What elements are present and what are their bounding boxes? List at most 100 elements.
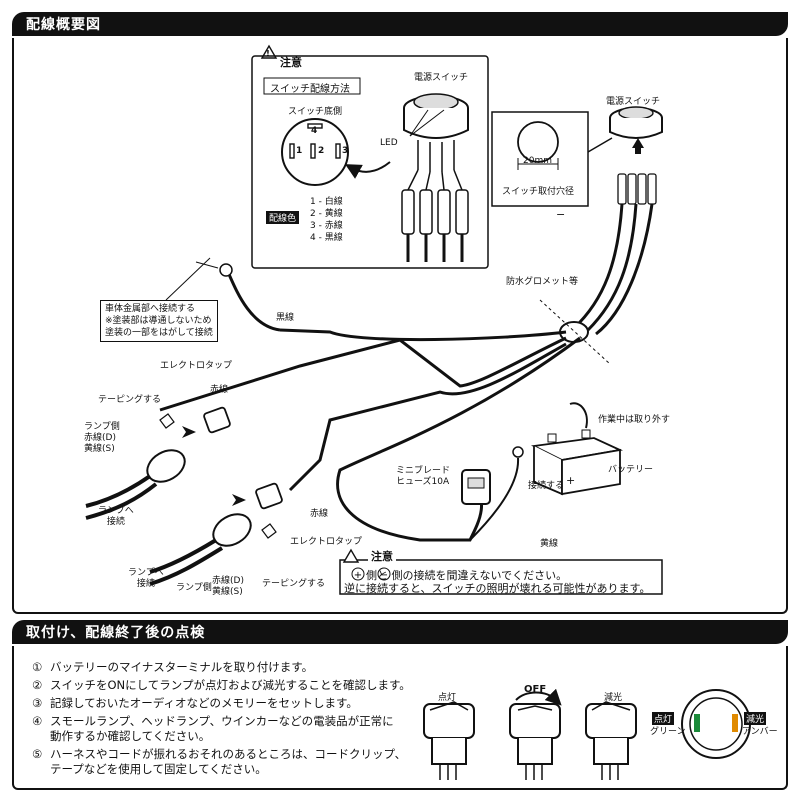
electrotap-label-2: エレクトロタップ [290, 537, 363, 547]
ground-line-2: ※塗装部は導通しないため [105, 316, 212, 326]
step-2-text: スイッチをONにしてランプが点灯および減光することを確認します。 [50, 678, 411, 692]
lamp-side-1-title: ランプ側 [84, 422, 120, 432]
state-on-label: 点灯 [438, 693, 457, 703]
step-1-num: ① [32, 660, 43, 674]
step-4b-text: 動作するか確認してください。 [50, 729, 211, 743]
step-1-text: バッテリーのマイナスターミナルを取り付けます。 [50, 660, 314, 674]
ground-note: 車体金属部へ接続する ※塗装部は導通しないため 塗装の一部をはがして接続 [100, 300, 218, 342]
state-off-label: OFF [524, 684, 547, 695]
green-tag: 点灯 [652, 712, 675, 725]
step-5-num: ⑤ [32, 747, 43, 761]
step-5b-text: テープなどを使用して固定してください。 [50, 762, 267, 776]
svg-text:+: + [354, 570, 362, 581]
wire-4: 4 - 黒線 [310, 233, 343, 243]
electrotap-label-1: エレクトロタップ [160, 361, 233, 371]
taping-label-2: テーピングする [262, 579, 326, 589]
wire-2: 2 - 黄線 [310, 209, 343, 219]
fuse-label-1: ミニブレード [396, 466, 451, 476]
battery-label: バッテリー [608, 465, 654, 475]
pin-4-label: 4 [311, 126, 318, 136]
step-5: ⑤ ハーネスやコードが振れるおそれのあるところは、コードクリップ、 [32, 747, 406, 762]
step-5-cont: テープなどを使用して固定してください。 [32, 762, 267, 777]
taping-label-1: テーピングする [98, 395, 162, 405]
lamp-red-2: 赤線(D) [212, 576, 244, 586]
svg-text:−: − [380, 570, 388, 581]
step-3: ③ 記録しておいたオーディオなどのメモリーをセットします。 [32, 696, 358, 711]
mount-size: 20mm [523, 156, 552, 166]
switch-dim-icon [585, 701, 637, 780]
pin-1-label: 1 [296, 146, 303, 156]
step-4: ④ スモールランプ、ヘッドランプ、ウインカーなどの電装品が正常に [32, 714, 394, 729]
to-lamp-2: ランプへ 接続 [128, 568, 164, 590]
step-2-num: ② [32, 678, 43, 692]
yellow-wire-label: 黄線 [540, 539, 559, 549]
plus-symbol: + [566, 474, 576, 487]
grommet-label: 防水グロメット等 [506, 277, 579, 287]
switch-bottom-label: スイッチ底側 [288, 107, 343, 117]
green-label: グリーン [650, 727, 686, 737]
lamp-side-1: ランプ側 赤線(D) 黄線(S) [84, 422, 120, 455]
red-wire-label-1: 赤線 [210, 385, 229, 395]
state-dim-label: 減光 [604, 693, 623, 703]
step-4-num: ④ [32, 714, 43, 728]
to-lamp-1a: ランプへ [98, 506, 134, 516]
check-title-text: 取付け、配線終了後の点検 [26, 625, 206, 641]
to-lamp-1b: 接続 [106, 517, 125, 527]
wiring-diagram-frame [12, 38, 788, 614]
wiring-title-text: 配線概要図 [26, 17, 101, 33]
switch-states-illustration [423, 688, 751, 780]
power-switch-label: 電源スイッチ [414, 73, 469, 83]
lamp-wires-2: 赤線(D) 黄線(S) [212, 576, 244, 598]
fuse-label: ミニブレード ヒューズ10A [396, 466, 450, 488]
wire-color-label: 配線色 [266, 211, 300, 224]
wire-1: 1 - 白線 [310, 197, 343, 207]
to-lamp-1: ランプへ 接続 [98, 506, 134, 528]
black-wire-label: 黒線 [276, 313, 295, 323]
ground-line-1: 車体金属部へ接続する [105, 304, 196, 314]
to-lamp-2b: 接続 [136, 579, 155, 589]
connect-plus-label: 接続する [528, 481, 565, 491]
lamp-yellow-2: 黄線(S) [212, 587, 243, 597]
warning-triangle-icon [260, 44, 278, 59]
step-3-num: ③ [32, 696, 43, 710]
led-ring-icon [681, 689, 751, 759]
step-4-text: スモールランプ、ヘッドランプ、ウインカーなどの電装品が正常に [50, 714, 394, 728]
lamp-red-1: 赤線(D) [84, 433, 116, 443]
section-title-wiring: 配線概要図 [12, 12, 788, 36]
minus-symbol: − [556, 208, 566, 221]
pin-3-label: 3 [342, 146, 349, 156]
step-1: ① バッテリーのマイナスターミナルを取り付けます。 [32, 660, 313, 675]
remove-during-work-label: 作業中は取り外す [598, 415, 671, 425]
battery-icon [530, 429, 624, 496]
lower-lamp-connector [149, 482, 283, 586]
amber-label: アンバー [742, 727, 778, 737]
step-5-text: ハーネスやコードが振れるおそれのあるところは、コードクリップ、 [50, 747, 407, 761]
to-lamp-2a: ランプへ [128, 568, 164, 578]
step-2: ② スイッチをONにしてランプが点灯および減光することを確認します。 [32, 678, 411, 693]
pin-2-label: 2 [318, 146, 325, 156]
warning-title: 注意 [368, 548, 396, 564]
amber-tag: 減光 [744, 712, 767, 725]
switch-off-icon [509, 688, 562, 780]
svg-text:!: ! [266, 49, 270, 58]
switch-on-icon [423, 701, 475, 780]
warning-line-2: 逆に接続すると、スイッチの照明が壊れる可能性があります。 [344, 582, 651, 595]
lamp-side-2: ランプ側 [176, 583, 212, 593]
check-frame [12, 646, 788, 790]
step-4-cont: 動作するか確認してください。 [32, 729, 210, 744]
wiring-diagram: ! [85, 44, 663, 595]
lamp-yellow-1: 黄線(S) [84, 444, 115, 454]
upper-lamp-connector [85, 406, 231, 520]
step-3-text: 記録しておいたオーディオなどのメモリーをセットします。 [50, 696, 358, 710]
power-switch-right-label: 電源スイッチ [606, 97, 661, 107]
warning-box [339, 559, 663, 595]
mount-caption: スイッチ取付穴径 [502, 187, 575, 197]
red-wire-label-2: 赤線 [310, 509, 329, 519]
switch-wiring-method: スイッチ配線方法 [270, 84, 350, 95]
wire-3: 3 - 赤線 [310, 221, 343, 231]
section-title-check: 取付け、配線終了後の点検 [12, 620, 788, 644]
led-label: LED [380, 138, 398, 148]
warning-line-1: 側と 側の接続を間違えないでください。 [366, 569, 568, 582]
fuse-label-2: ヒューズ10A [396, 477, 450, 487]
ground-line-3: 塗装の一部をはがして接続 [105, 328, 213, 338]
